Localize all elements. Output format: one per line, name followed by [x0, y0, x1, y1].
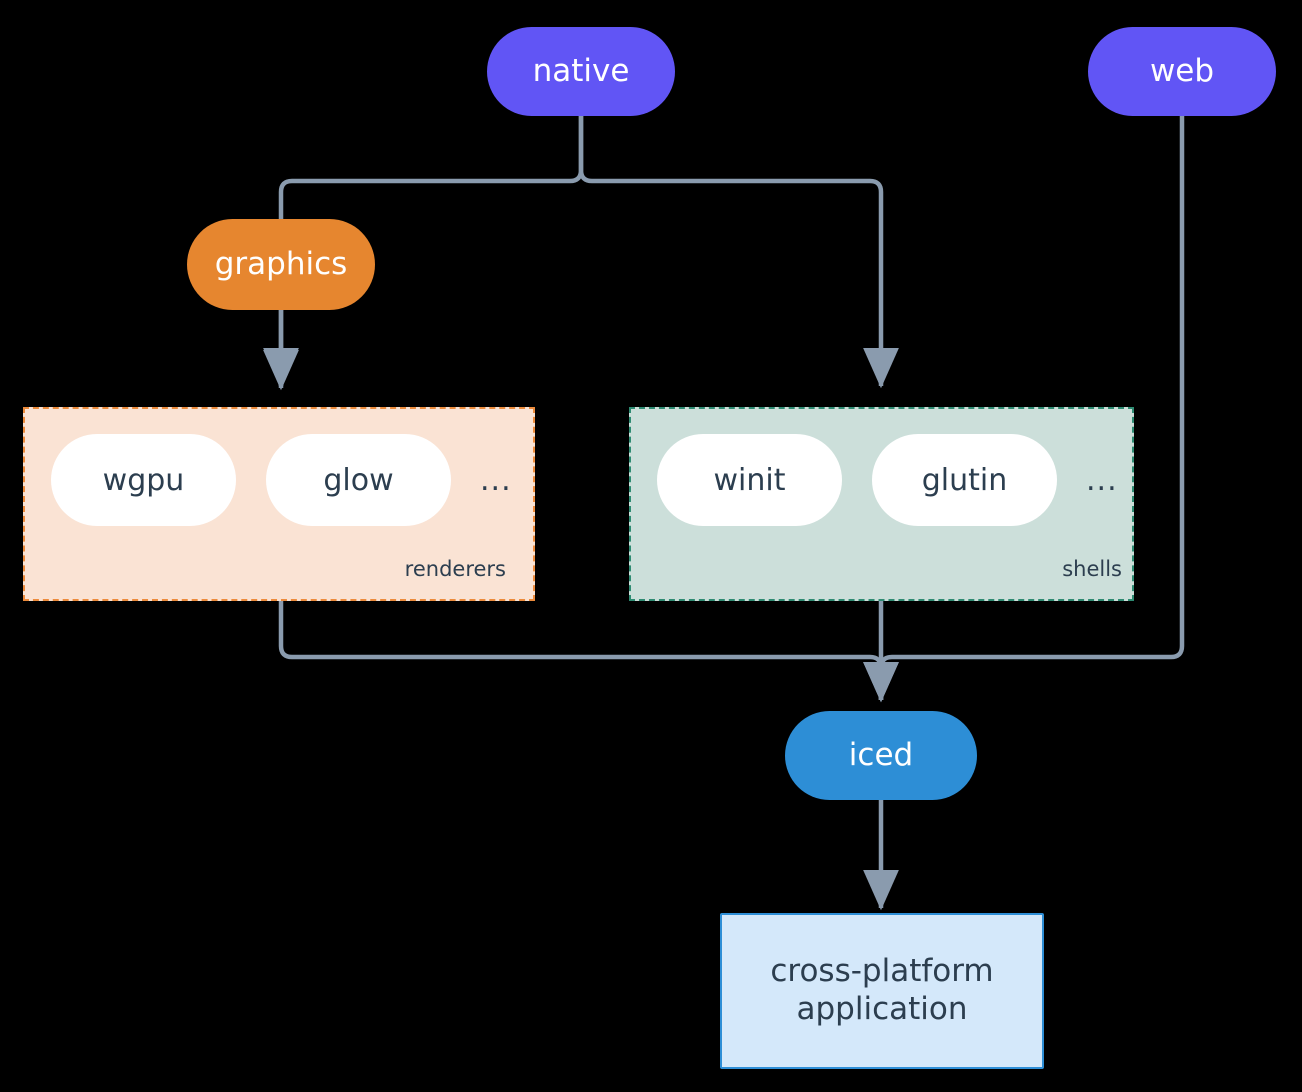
leaf-winit-label: winit: [713, 462, 786, 498]
node-web-label: web: [1149, 52, 1215, 89]
node-graphics[interactable]: graphics: [187, 219, 375, 310]
leaf-glutin-label: glutin: [921, 462, 1008, 498]
group-shells-label: shells: [1062, 557, 1122, 581]
node-iced-label: iced: [848, 736, 914, 773]
node-graphics-label: graphics: [214, 245, 348, 282]
leaf-glow[interactable]: glow: [266, 434, 451, 526]
node-application-line2: application: [796, 991, 968, 1027]
edge-renderers-to-iced: [278, 601, 899, 703]
node-application-line1: cross-platform: [770, 953, 994, 990]
node-web[interactable]: web: [1088, 27, 1276, 116]
leaf-wgpu[interactable]: wgpu: [51, 434, 236, 526]
node-iced[interactable]: iced: [785, 711, 977, 800]
leaf-wgpu-label: wgpu: [102, 462, 185, 498]
group-renderers-label: renderers: [404, 557, 506, 581]
node-application[interactable]: cross-platform application: [720, 913, 1044, 1069]
leaf-glutin[interactable]: glutin: [872, 434, 1057, 526]
leaf-glow-label: glow: [323, 462, 394, 498]
shells-ellipsis: ...: [1086, 463, 1118, 498]
node-native-label: native: [532, 52, 630, 89]
edge-native-to-shells: [578, 115, 899, 389]
leaf-winit[interactable]: winit: [657, 434, 842, 526]
node-native[interactable]: native: [487, 27, 675, 116]
renderers-ellipsis: ...: [480, 463, 512, 498]
